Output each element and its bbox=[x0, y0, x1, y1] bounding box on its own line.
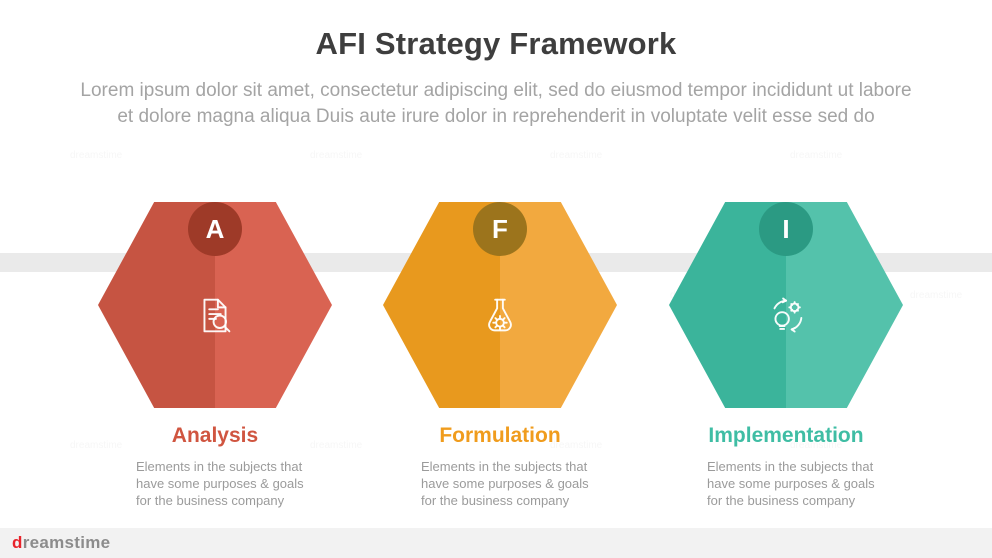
stage-card-implementation: I bbox=[669, 180, 903, 509]
flask-gear-icon bbox=[477, 293, 523, 339]
letter-badge: F bbox=[473, 202, 527, 256]
dreamstime-logo: dreamstime bbox=[12, 533, 111, 552]
item-description: Elements in the subjects that have some … bbox=[669, 458, 903, 509]
hexagon-shape: F bbox=[383, 202, 617, 408]
watermark-tile: dreamstime bbox=[310, 150, 363, 161]
page-title: AFI Strategy Framework bbox=[315, 26, 677, 61]
watermark-footer-bar: dreamstime bbox=[0, 528, 992, 558]
subtitle-line-2: et dolore magna aliqua Duis aute irure d… bbox=[117, 106, 875, 127]
stage-card-analysis: A Analysis Elements in the subjects that… bbox=[98, 180, 332, 509]
item-description: Elements in the subjects that have some … bbox=[98, 458, 332, 509]
item-description: Elements in the subjects that have some … bbox=[383, 458, 617, 509]
item-description-line: for the business company bbox=[421, 493, 570, 508]
item-description-line: Elements in the subjects that bbox=[421, 459, 588, 474]
lightbulb-gear-icon bbox=[763, 293, 809, 339]
stage-card-formulation: F Formulation Elements in t bbox=[383, 180, 617, 509]
hexagon-shape: I bbox=[669, 202, 903, 408]
item-title: Implementation bbox=[708, 424, 864, 447]
letter-badge: A bbox=[188, 202, 242, 256]
watermark-tile: dreamstime bbox=[910, 290, 963, 301]
document-magnifier-icon bbox=[192, 293, 238, 339]
hexagon-shape: A bbox=[98, 202, 332, 408]
item-description-line: have some purposes & goals bbox=[707, 476, 875, 491]
item-description-line: for the business company bbox=[707, 493, 856, 508]
item-description-line: for the business company bbox=[136, 493, 285, 508]
subtitle-line-1: Lorem ipsum dolor sit amet, consectetur … bbox=[80, 80, 912, 101]
item-description-line: have some purposes & goals bbox=[421, 476, 589, 491]
watermark-tile: dreamstime bbox=[790, 150, 843, 161]
item-title: Analysis bbox=[171, 424, 259, 447]
item-description-line: Elements in the subjects that bbox=[136, 459, 303, 474]
watermark-tile: dreamstime bbox=[70, 150, 123, 161]
item-title: Formulation bbox=[439, 424, 561, 447]
item-description-line: Elements in the subjects that bbox=[707, 459, 874, 474]
item-description-line: have some purposes & goals bbox=[136, 476, 304, 491]
letter-badge: I bbox=[759, 202, 813, 256]
watermark-tile: dreamstime bbox=[550, 150, 603, 161]
